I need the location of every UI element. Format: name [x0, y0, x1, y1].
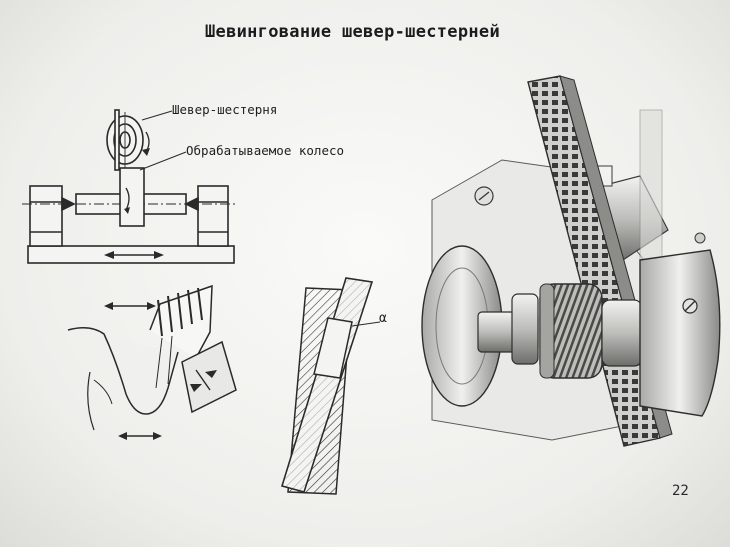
tailstock-block [639, 249, 721, 417]
crossing-angle-diagram [281, 277, 381, 495]
machine-schematic [22, 109, 236, 264]
label-angle-alpha: α [379, 311, 387, 326]
tooth-contact-sketch [67, 284, 237, 440]
label-workpiece: Обрабатываемое колесо [186, 143, 345, 158]
machine-illustration [421, 75, 721, 447]
label-shaver-gear: Шевер-шестерня [172, 102, 278, 117]
workpiece-gear [539, 283, 603, 379]
headstock [29, 185, 63, 247]
page-number: 22 [672, 483, 689, 499]
slide-title: Шевингование шевер-шестерней [205, 22, 500, 42]
workpiece-gear-edge [119, 167, 145, 227]
tailstock [197, 185, 229, 247]
